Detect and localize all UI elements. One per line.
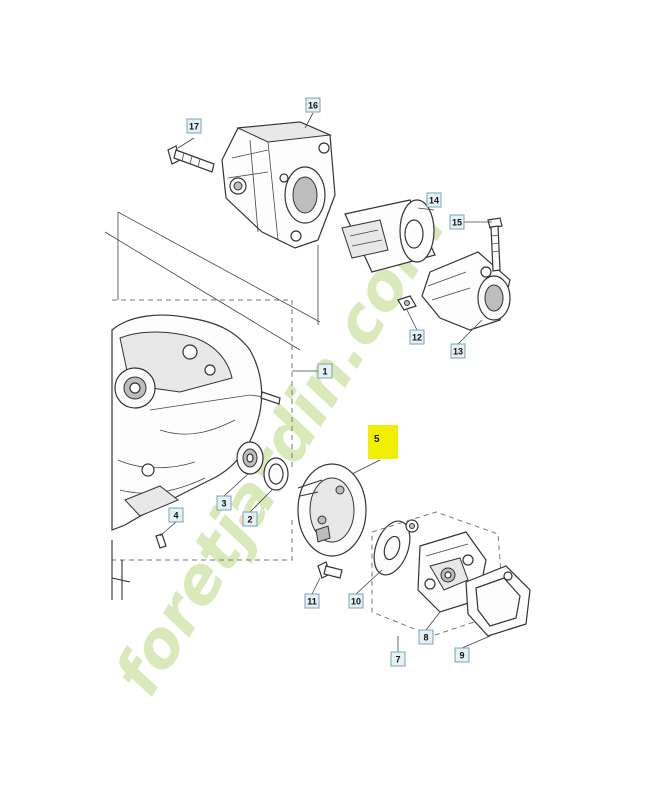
callout-12-label: 12 [412,333,422,343]
callout-1-label: 1 [322,367,327,377]
callout-17: 17 [186,118,202,134]
dowel-pin [260,391,281,405]
callout-14: 13 [450,343,466,359]
callout-10-label: 10 [351,597,361,607]
leader-lines [159,112,492,652]
ball-bearing [236,441,264,475]
callout-13: 14 [426,192,442,208]
cylinder-bolt [167,145,215,173]
callout-16-label: 16 [308,101,318,111]
callout-9: 9 [454,647,470,663]
seal-ring [263,457,289,491]
clutch-bolt [317,561,343,579]
callout-14-label: 13 [453,347,463,357]
callout-17-label: 17 [189,122,199,132]
callout-4: 4 [168,507,184,523]
callout-7: 7 [390,651,406,667]
callout-15-label: 15 [452,218,462,228]
dowel-pin-4 [155,533,167,549]
clamp-screw [487,217,503,272]
callout-7-label: 7 [395,655,400,665]
callout-8: 8 [418,629,434,645]
guide-lines [104,211,321,351]
callout-8-label: 8 [423,633,428,643]
callout-5-highlighted: 5 [368,425,398,459]
callout-1: 1 [317,363,333,379]
intake-sleeve [341,199,436,273]
callout-9-label: 9 [459,651,464,661]
callout-12: 12 [409,329,425,345]
callout-2: 2 [242,511,258,527]
callout-11-label: 11 [307,597,317,607]
clutch-cover-plate [465,565,531,637]
callout-3-label: 3 [221,499,226,509]
crankcase-half [111,314,273,600]
small-nut [397,295,417,311]
callout-10: 10 [348,593,364,609]
callout-4-label: 4 [173,511,178,521]
clutch-washer [373,519,419,576]
callout-5-label: 5 [374,434,380,445]
crankcase-frame [112,299,293,561]
callout-3: 3 [216,495,232,511]
clutch-drum [297,463,367,557]
callout-16: 16 [305,97,321,113]
callout-15: 15 [449,214,465,230]
callout-13-label: 14 [429,196,439,206]
intake-clamp [421,251,511,331]
callout-11: 11 [304,593,320,609]
cylinder-block [221,121,336,249]
callout-2-label: 2 [247,515,252,525]
